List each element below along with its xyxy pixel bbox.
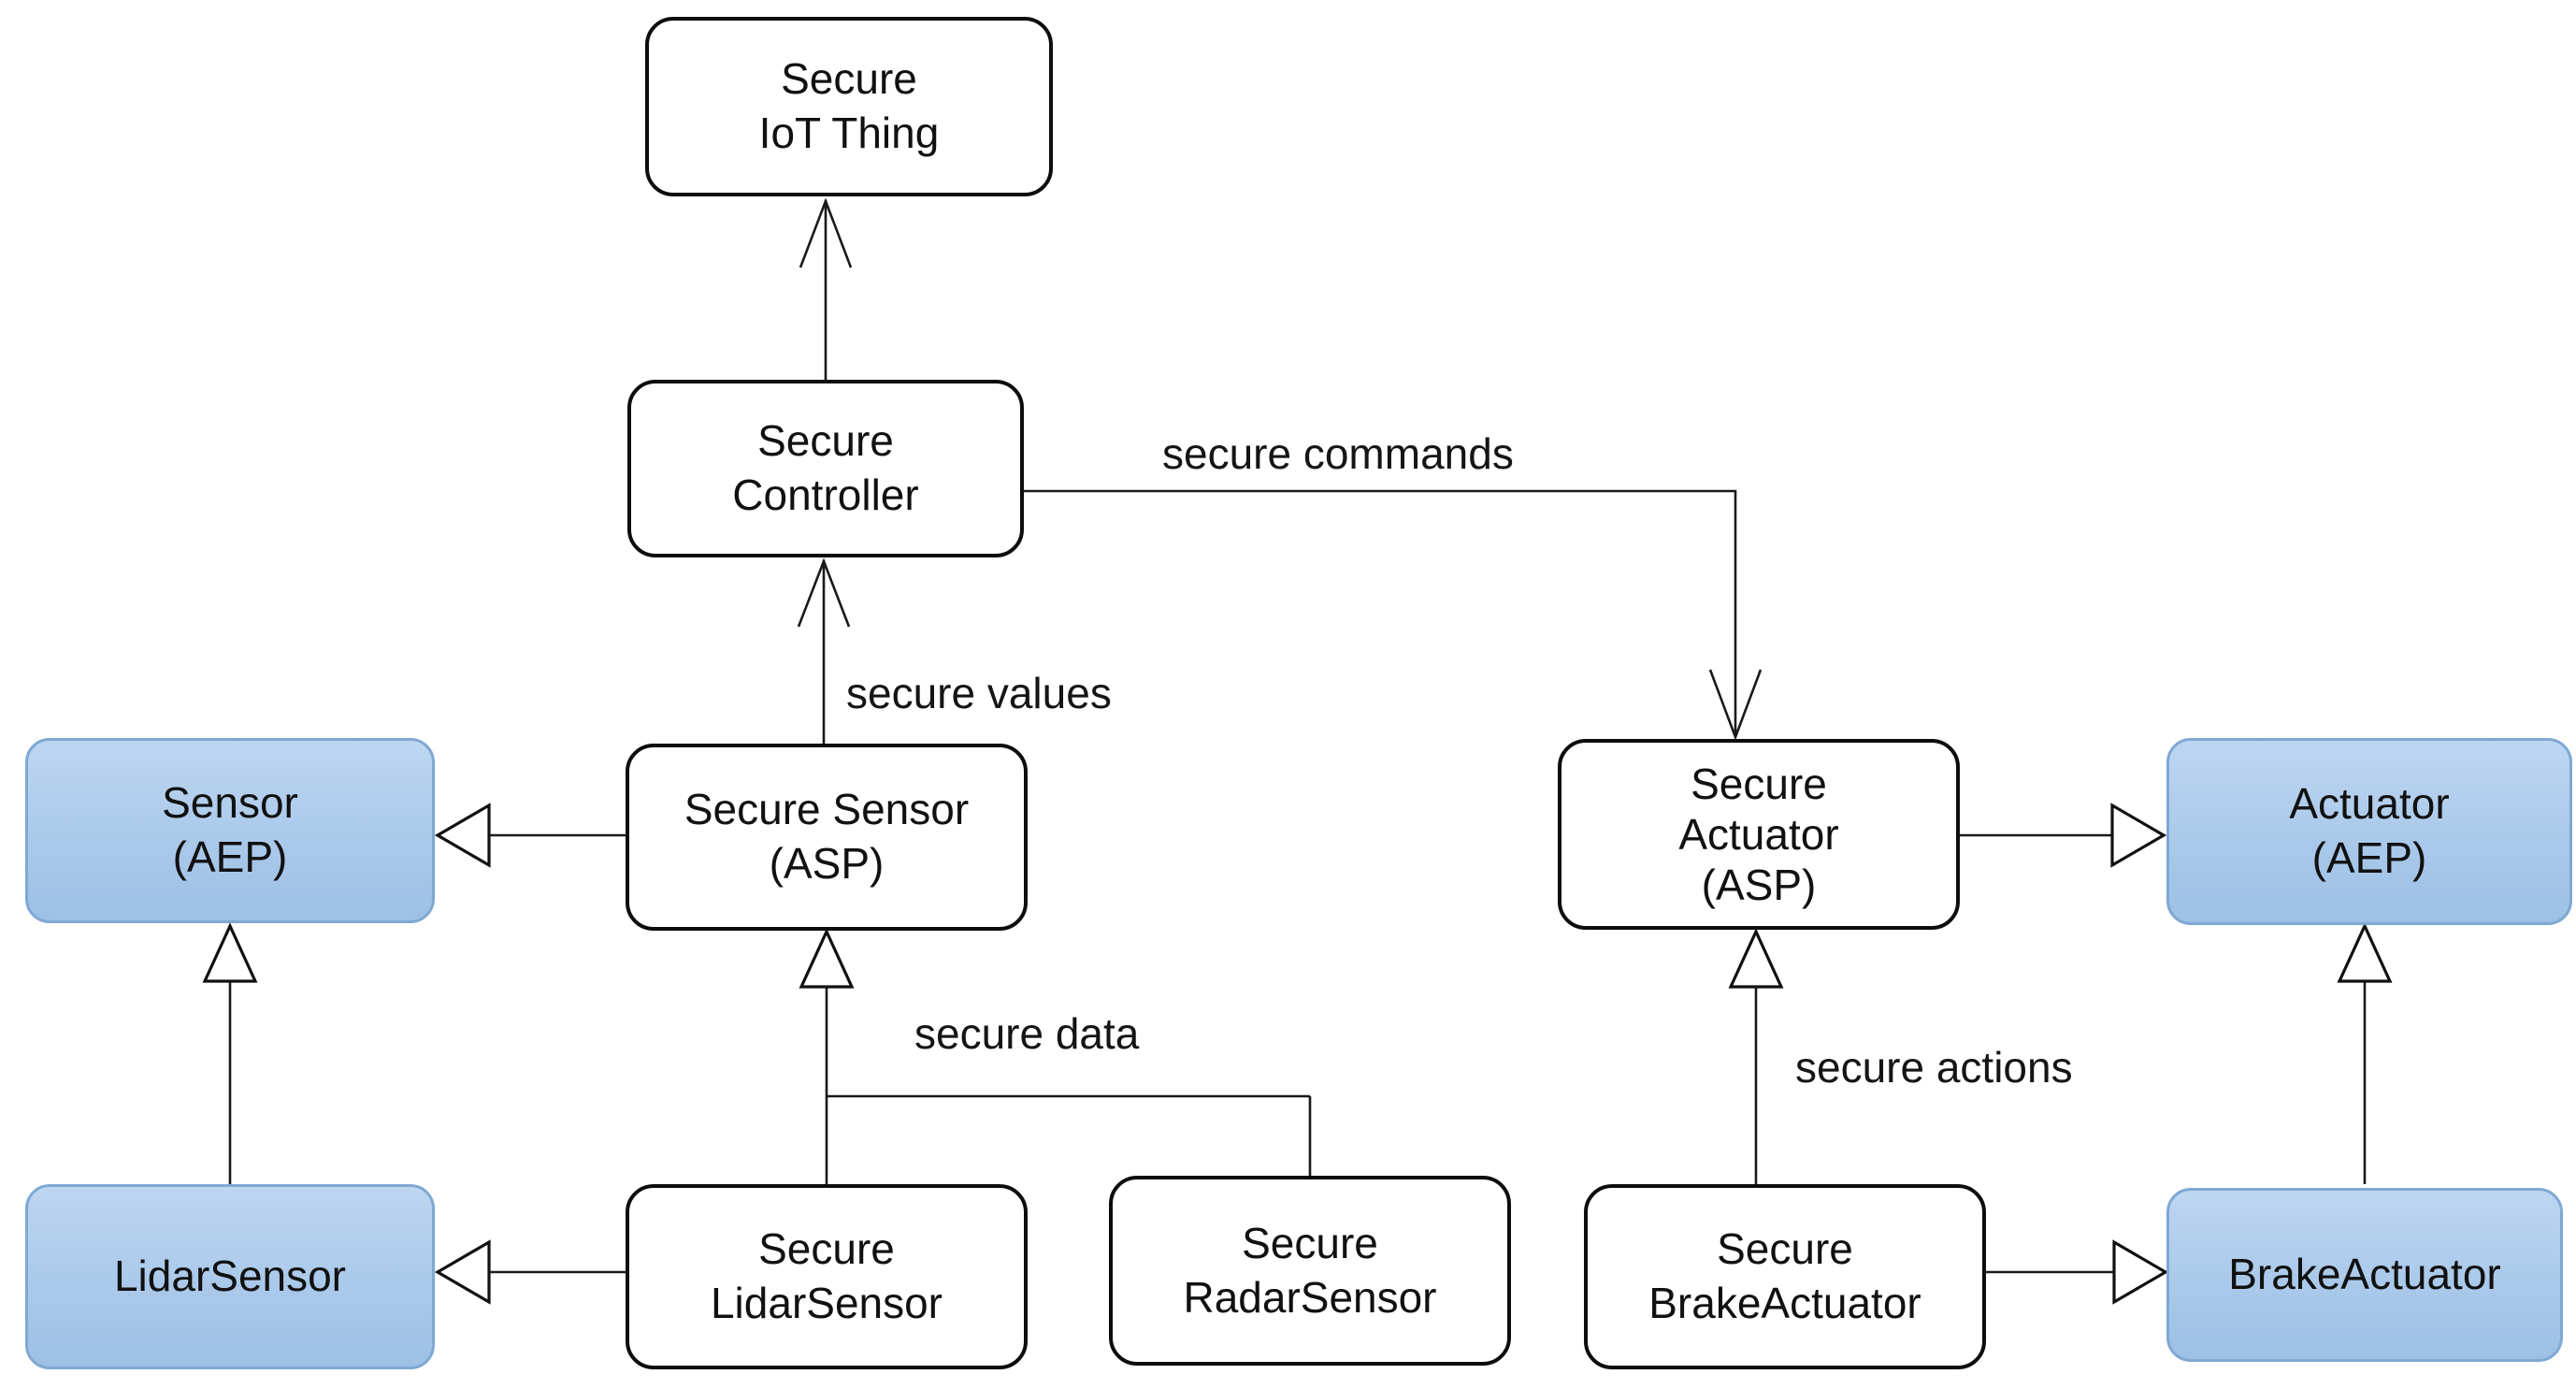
node-actuator-aep: Actuator (AEP): [2166, 738, 2572, 925]
node-secure-controller: Secure Controller: [627, 380, 1024, 557]
triangle-securedata: [799, 928, 855, 989]
node-sensor-aep: Sensor (AEP): [25, 738, 435, 923]
arrowhead-controller-to-iot: [799, 197, 853, 268]
node-secure-sensor-asp: Secure Sensor (ASP): [626, 744, 1028, 931]
edge-label-secure-actions: secure actions: [1795, 1043, 2073, 1092]
triangle-brake-to-actuator: [2337, 922, 2393, 983]
node-secure-iot-thing: Secure IoT Thing: [645, 17, 1053, 196]
triangle-securelidar-to-lidar: [434, 1239, 491, 1305]
triangle-secureactions: [1728, 928, 1784, 989]
edge-label-secure-commands: secure commands: [1162, 429, 1514, 478]
edge-secure-commands: [1024, 489, 1737, 736]
edge-label-secure-data: secure data: [914, 1009, 1140, 1058]
triangle-securebrake-to-brake: [2112, 1239, 2169, 1305]
edge-label-secure-values: secure values: [846, 669, 1112, 717]
triangle-lidar-to-sensor: [202, 922, 258, 983]
node-secure-radar-sensor: Secure RadarSensor: [1109, 1176, 1511, 1366]
node-secure-lidar-sensor: Secure LidarSensor: [626, 1184, 1028, 1369]
node-secure-actuator-asp: Secure Actuator (ASP): [1558, 739, 1960, 930]
node-lidar-sensor: LidarSensor: [25, 1184, 435, 1369]
node-secure-brake-actuator: Secure BrakeActuator: [1584, 1184, 1986, 1369]
arrowhead-secure-values: [797, 557, 851, 628]
node-brake-actuator: BrakeActuator: [2166, 1188, 2563, 1362]
triangle-securesensor-to-sensor: [434, 803, 491, 868]
triangle-secureactuator-to-actuator: [2110, 803, 2167, 868]
arrowhead-secure-commands: [1708, 669, 1763, 741]
